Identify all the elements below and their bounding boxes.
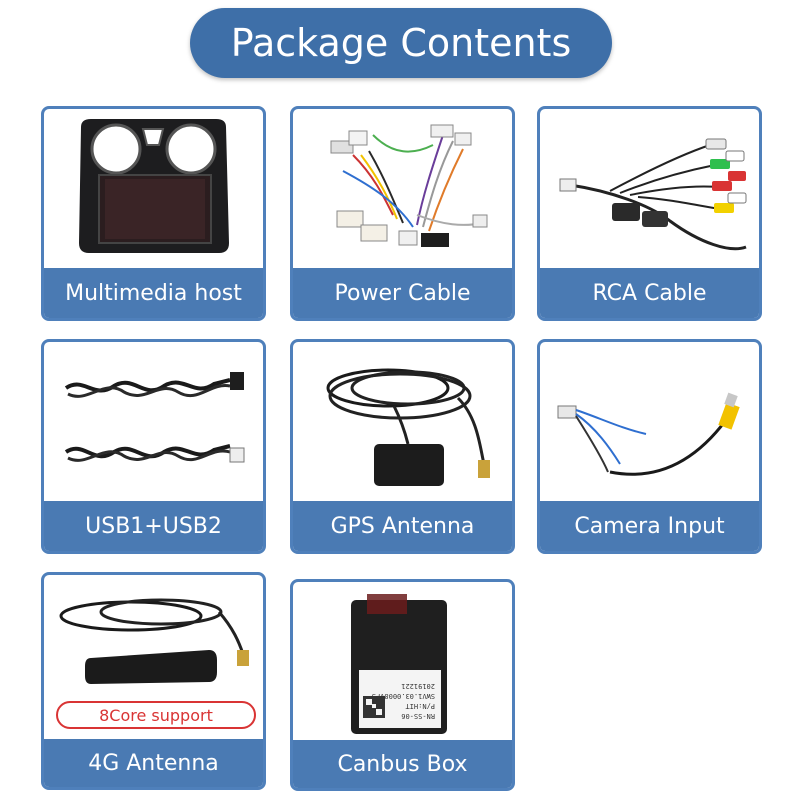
canbus-box-label: Canbus Box [293, 740, 512, 788]
multimedia-host-image [44, 109, 263, 271]
product-card-gps-antenna: GPS Antenna [290, 339, 515, 554]
canbus-box-image: RN-SS-06 P/N:HIT SWV1.03.0008VPS 2019122… [293, 582, 512, 744]
product-card-multimedia-host: Multimedia host [41, 106, 266, 321]
product-card-power-cable: Power Cable [290, 106, 515, 321]
camera-input-image [540, 342, 759, 504]
sticker-line-2: P/N:HIT [404, 702, 434, 710]
sticker-line-3: SWV1.03.0008VPS [371, 692, 434, 700]
power-cable-image [293, 109, 512, 271]
sticker-line-4: 20191221 [401, 682, 435, 690]
4g-antenna-label: 4G Antenna [44, 739, 263, 787]
8core-support-badge: 8Core support [56, 701, 256, 729]
gps-antenna-image [293, 342, 512, 504]
product-card-canbus-box: RN-SS-06 P/N:HIT SWV1.03.0008VPS 2019122… [290, 579, 515, 791]
4g-antenna-image [44, 575, 263, 695]
rca-cable-label: RCA Cable [540, 268, 759, 318]
page-title: Package Contents [190, 8, 612, 78]
product-card-usb-cables: USB1+USB2 [41, 339, 266, 554]
product-card-camera-input: Camera Input [537, 339, 762, 554]
rca-cable-image [540, 109, 759, 271]
gps-antenna-label: GPS Antenna [293, 501, 512, 551]
power-cable-label: Power Cable [293, 268, 512, 318]
usb-cables-image [44, 342, 263, 504]
product-card-4g-antenna: 8Core support 4G Antenna [41, 572, 266, 790]
usb-cables-label: USB1+USB2 [44, 501, 263, 551]
multimedia-host-label: Multimedia host [44, 268, 263, 318]
product-card-rca-cable: RCA Cable [537, 106, 762, 321]
camera-input-label: Camera Input [540, 501, 759, 551]
sticker-line-1: RN-SS-06 [401, 712, 435, 720]
